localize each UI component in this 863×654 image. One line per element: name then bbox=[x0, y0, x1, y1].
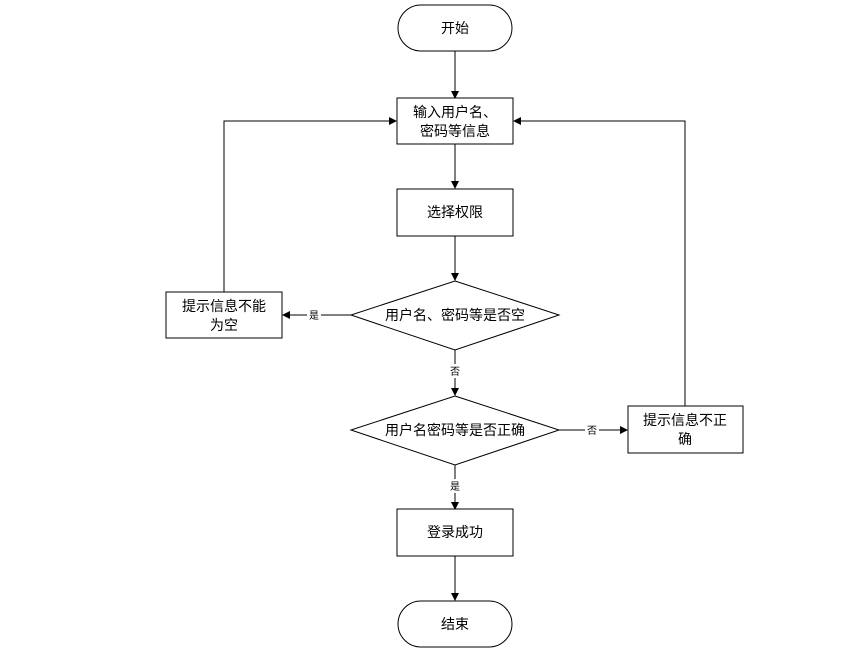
edge-empty-prompt-loop bbox=[223, 120, 393, 292]
node-empty-prompt-label-line-2: 为空 bbox=[210, 318, 238, 334]
edge-label-correct-no: 否 bbox=[587, 425, 597, 437]
node-select-permission-label: 选择权限 bbox=[427, 205, 483, 221]
node-incorrect-prompt: 提示信息不正 确 bbox=[627, 405, 744, 454]
node-check-empty: 用户名、密码等是否空 bbox=[349, 280, 561, 351]
edge-label-correct-yes: 是 bbox=[450, 481, 460, 493]
node-incorrect-prompt-label-line-2: 确 bbox=[678, 432, 692, 448]
node-input: 输入用户名、 密码等信息 bbox=[396, 97, 514, 145]
node-input-label-line-1: 输入用户名、 bbox=[413, 104, 497, 121]
node-check-empty-label: 用户名、密码等是否空 bbox=[385, 307, 525, 324]
arrowhead-empty-prompt-loop bbox=[389, 117, 397, 125]
arrowhead-check-correct-no bbox=[620, 426, 628, 434]
edge-label-empty-yes: 是 bbox=[309, 310, 319, 322]
node-check-correct-label: 用户名密码等是否正确 bbox=[385, 422, 525, 439]
node-login-success-label: 登录成功 bbox=[427, 525, 483, 541]
node-end-label: 结束 bbox=[441, 617, 469, 633]
arrowhead-check-empty-yes bbox=[282, 311, 290, 319]
edge-incorrect-prompt-loop bbox=[517, 120, 686, 406]
node-select-permission: 选择权限 bbox=[396, 188, 514, 237]
node-incorrect-prompt-label-line-1: 提示信息不正 bbox=[643, 412, 727, 429]
node-check-correct: 用户名密码等是否正确 bbox=[349, 395, 561, 466]
arrowhead-check-correct-yes bbox=[451, 502, 459, 510]
node-start: 开始 bbox=[397, 4, 513, 52]
arrowhead-select-to-check-empty bbox=[451, 273, 459, 281]
arrowhead-input-to-select bbox=[451, 181, 459, 189]
node-start-label: 开始 bbox=[441, 21, 469, 37]
node-input-label-line-2: 密码等信息 bbox=[420, 123, 490, 140]
node-empty-prompt: 提示信息不能 为空 bbox=[165, 291, 283, 339]
node-end: 结束 bbox=[397, 600, 513, 648]
arrowhead-incorrect-prompt-loop bbox=[513, 117, 521, 125]
arrowhead-start-to-input bbox=[451, 91, 459, 99]
edge-label-empty-no: 否 bbox=[450, 366, 460, 378]
arrowhead-success-to-end bbox=[451, 593, 459, 601]
node-login-success: 登录成功 bbox=[396, 508, 514, 557]
node-empty-prompt-label-line-1: 提示信息不能 bbox=[182, 298, 266, 315]
arrowhead-check-empty-no bbox=[451, 388, 459, 396]
